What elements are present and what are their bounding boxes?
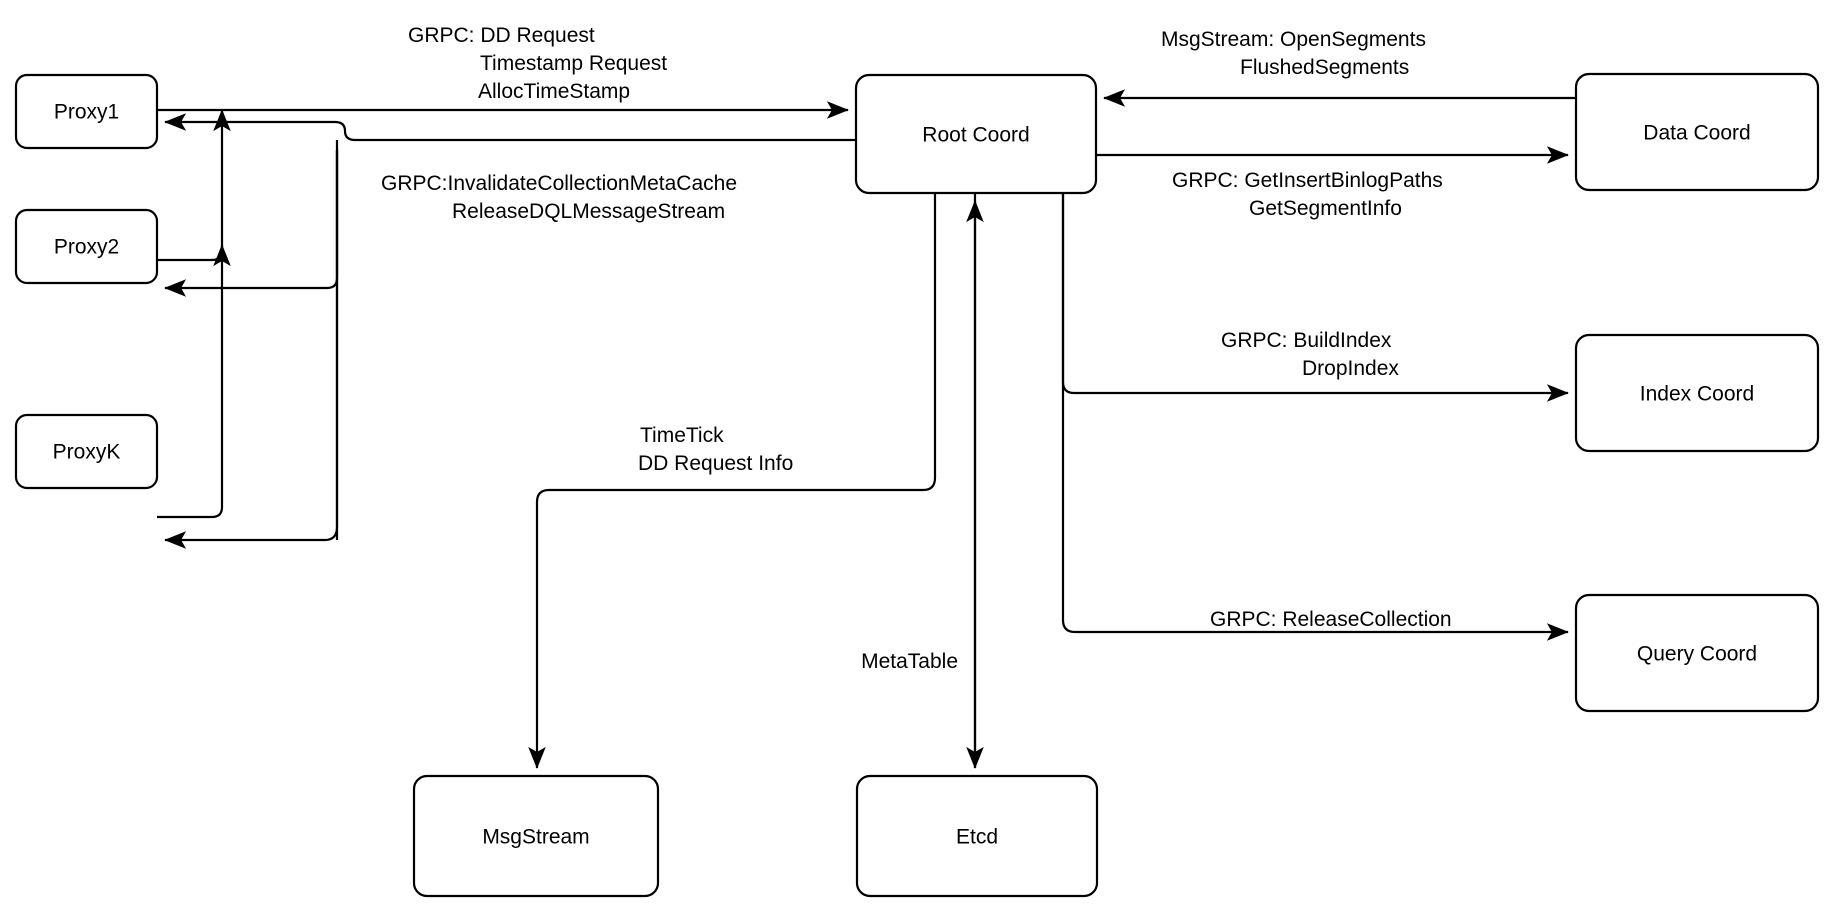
- edge-label-root-to-msgstream-line2: DD Request Info: [638, 452, 793, 475]
- node-proxy1[interactable]: Proxy1: [14, 73, 159, 150]
- node-proxyk-shape[interactable]: [14, 413, 159, 490]
- node-msgstream-label: MsgStream: [482, 826, 589, 849]
- node-indexcoord-shape[interactable]: [1574, 333, 1820, 453]
- node-datacoord[interactable]: Data Coord: [1574, 72, 1820, 192]
- node-msgstream[interactable]: MsgStream: [412, 774, 660, 898]
- node-querycoord-label: Query Coord: [1637, 643, 1757, 666]
- node-indexcoord[interactable]: Index Coord: [1574, 333, 1820, 453]
- edge-label-root-to-querycoord-line1: GRPC: ReleaseCollection: [1210, 608, 1452, 631]
- node-datacoord-shape[interactable]: [1574, 72, 1820, 192]
- edge-rootcoord-to-proxyk: [164, 150, 339, 549]
- node-proxyk[interactable]: ProxyK: [14, 413, 159, 490]
- node-etcd[interactable]: Etcd: [855, 774, 1099, 898]
- edge-label-root-to-indexcoord-line2: DropIndex: [1302, 357, 1399, 380]
- node-querycoord[interactable]: Query Coord: [1574, 593, 1820, 713]
- node-proxyk-label: ProxyK: [53, 441, 121, 464]
- edge-rootcoord-to-msgstream: [528, 193, 937, 769]
- node-datacoord-label: Data Coord: [1643, 122, 1750, 145]
- node-proxy1-shape[interactable]: [14, 73, 159, 150]
- node-proxy2-label: Proxy2: [54, 236, 119, 259]
- edge-rootcoord-to-proxy2: [164, 150, 339, 297]
- edge-label-proxy-to-root-line1: GRPC: DD Request: [408, 24, 595, 47]
- node-proxy2[interactable]: Proxy2: [14, 208, 159, 285]
- node-msgstream-shape[interactable]: [412, 774, 660, 898]
- edge-label-proxy-to-root-line3: AllocTimeStamp: [478, 80, 630, 103]
- edge-label-root-to-proxy-line1: GRPC:InvalidateCollectionMetaCache: [381, 172, 737, 195]
- edge-label-datacoord-to-root-line1: MsgStream: OpenSegments: [1161, 28, 1426, 51]
- node-etcd-shape[interactable]: [855, 774, 1099, 898]
- edge-label-root-to-indexcoord-line1: GRPC: BuildIndex: [1221, 329, 1392, 352]
- node-rootcoord[interactable]: Root Coord: [854, 73, 1098, 195]
- edge-label-root-to-datacoord-line1: GRPC: GetInsertBinlogPaths: [1172, 169, 1443, 192]
- node-proxy1-label: Proxy1: [54, 101, 119, 124]
- edge-label-root-to-datacoord-line2: GetSegmentInfo: [1249, 197, 1402, 220]
- edge-label-root-to-etcd: MetaTable: [861, 650, 958, 673]
- node-etcd-label: Etcd: [956, 826, 998, 849]
- edge-label-root-to-proxy-line2: ReleaseDQLMessageStream: [452, 200, 725, 223]
- edge-label-datacoord-to-root-line2: FlushedSegments: [1240, 56, 1409, 79]
- edge-rootcoord-to-querycoord: [1061, 193, 1569, 641]
- edges-layer: [157, 89, 1576, 769]
- edge-proxyk-to-rootcoord: [157, 109, 231, 519]
- edge-label-proxy-to-root-line2: Timestamp Request: [480, 52, 667, 75]
- node-proxy2-shape[interactable]: [14, 208, 159, 285]
- edge-labels-layer: GRPC: DD Request Timestamp Request Alloc…: [381, 24, 1452, 673]
- edge-label-root-to-msgstream-line1: TimeTick: [640, 424, 724, 447]
- edge-rootcoord-to-proxy1: [164, 113, 856, 142]
- node-indexcoord-label: Index Coord: [1640, 383, 1754, 406]
- edge-proxy2-to-rootcoord: [157, 244, 231, 267]
- nodes-layer: Proxy1 Proxy2 ProxyK Root Coord Data Coo…: [14, 72, 1820, 898]
- node-rootcoord-label: Root Coord: [922, 124, 1029, 147]
- node-querycoord-shape[interactable]: [1574, 593, 1820, 713]
- node-rootcoord-shape[interactable]: [854, 73, 1098, 195]
